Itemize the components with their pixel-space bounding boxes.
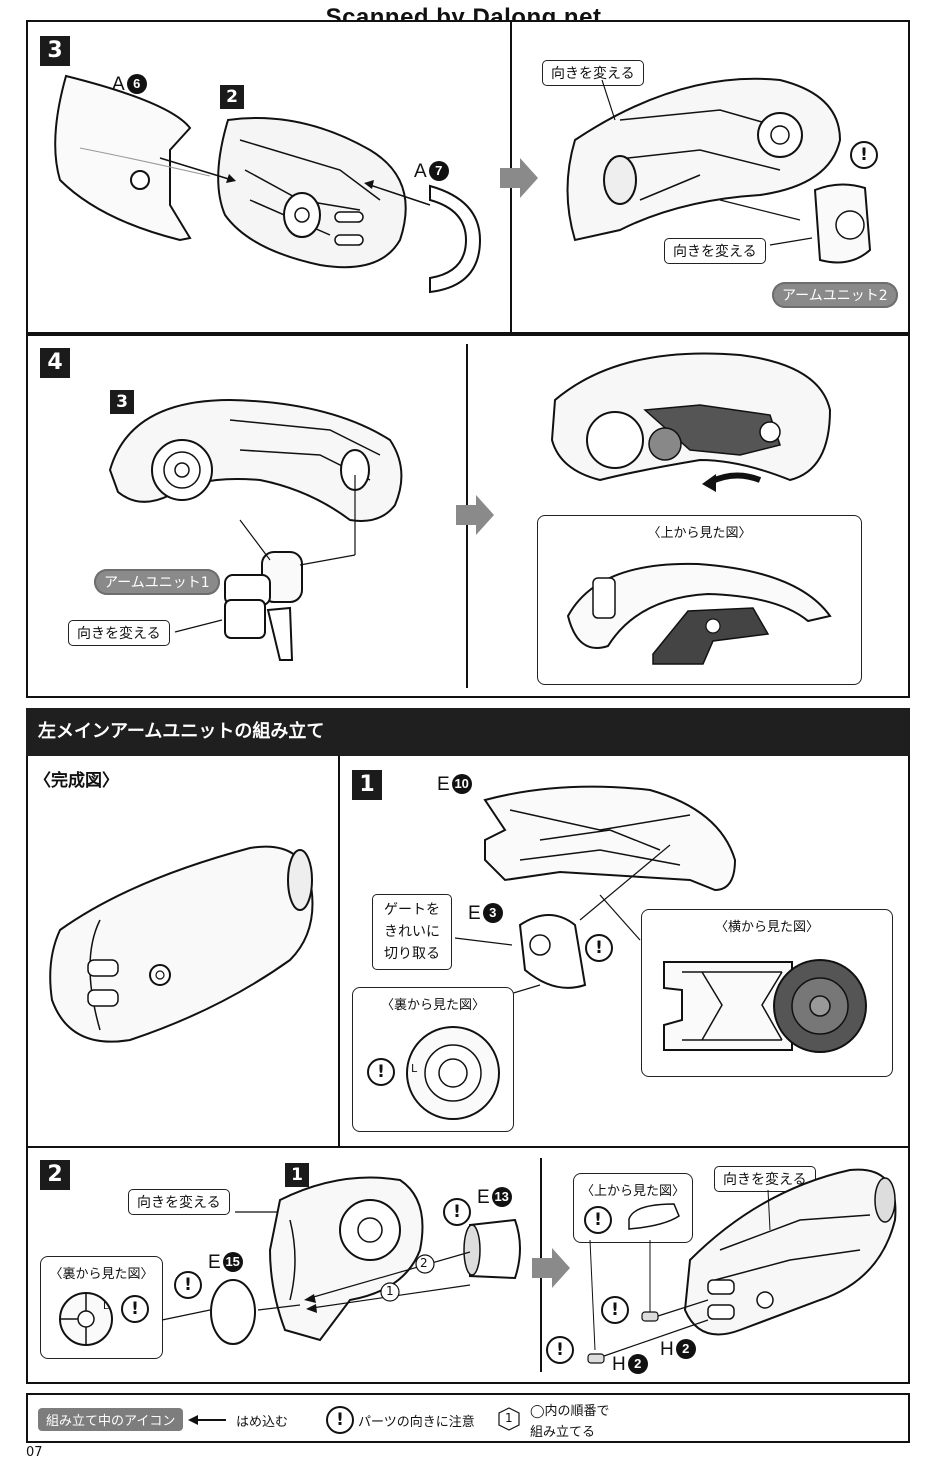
- legend-insert-arrow: [188, 1415, 226, 1425]
- step4-number: 4: [40, 348, 70, 378]
- step3-exploded-drawing: [54, 74, 538, 294]
- sec-step2-callout-rotate-left: 向きを変える: [128, 1189, 230, 1215]
- step4-top-view-title: 〈上から見た図〉: [647, 526, 752, 541]
- complete-view-drawing: [49, 845, 314, 1043]
- gate-line-3: 切り取る: [384, 946, 440, 962]
- sec-step2-substep-1: 1: [285, 1163, 309, 1187]
- sec-step2-callout-rotate-right: 向きを変える: [714, 1166, 816, 1192]
- sec-step2-warning-e13: !: [443, 1198, 471, 1226]
- sec-step1-back-view-box: 〈裏から見た図〉 ! L: [352, 987, 514, 1132]
- gate-line-1: ゲートを: [384, 902, 440, 918]
- step4-arm-unit-pill: アームユニット1: [94, 569, 220, 595]
- step3-warning-icon: !: [850, 141, 878, 169]
- sec-step1-side-view-drawing: [663, 959, 867, 1053]
- sec-step2-warning-e15: !: [174, 1271, 202, 1299]
- sec-step2-back-view-drawing: [59, 1292, 113, 1346]
- step4-right-drawing: [550, 352, 832, 492]
- sec-step2-warning-h2a: !: [601, 1296, 629, 1324]
- step3-result-drawing: [566, 77, 872, 264]
- sec-step2-back-view-box: 〈裏から見た図〉 L !: [40, 1256, 163, 1359]
- page-number: 07: [26, 1445, 43, 1460]
- gate-line-2: きれいに: [384, 924, 440, 940]
- sec-step2-back-view-title: 〈裏から見た図〉: [49, 1267, 154, 1282]
- sec-step2-order-2: 2: [420, 1256, 428, 1270]
- complete-view-title: 〈完成図〉: [34, 771, 119, 791]
- step4-left-drawing: [108, 398, 494, 661]
- legend-warning-icon: !: [326, 1406, 354, 1434]
- complete-divider: [338, 756, 340, 1148]
- sec-step2-back-marker: L: [103, 1301, 109, 1312]
- sec-step2-number: 2: [40, 1160, 70, 1190]
- step4-top-view-box: 〈上から見た図〉: [537, 515, 862, 685]
- section-title-bar: 左メインアームユニットの組み立て: [26, 708, 910, 756]
- legend-bar: 組み立て中のアイコン はめ込む ! パーツの向きに注意 1 ◯内の順番で 組み立…: [26, 1393, 910, 1443]
- sec-step1-side-view-box: 〈横から見た図〉: [641, 909, 893, 1077]
- sec-step2-top-warning-icon: !: [584, 1206, 612, 1234]
- legend-order-line2: 組み立てる: [530, 1425, 596, 1440]
- sec-step2-top-view-title: 〈上から見た図〉: [580, 1184, 685, 1199]
- sec-step2-order-1: 1: [386, 1284, 394, 1298]
- step3-callout-rotate-2: 向きを変える: [664, 238, 766, 264]
- legend-orientation-label: パーツの向きに注意: [358, 1415, 475, 1430]
- sec-step1-back-view-drawing: [406, 1026, 500, 1120]
- sec-step1-callout-gate: ゲートを きれいに 切り取る: [372, 894, 452, 970]
- sec-step2-right-drawing: [587, 1168, 897, 1364]
- legend-icons-pill: 組み立て中のアイコン: [38, 1408, 184, 1431]
- legend-order-icon: [498, 1407, 520, 1431]
- sec-step1-side-view-title: 〈横から見た図〉: [714, 920, 819, 935]
- step3-arm-unit-pill: アームユニット2: [772, 282, 898, 308]
- step4-top-view-drawing: [566, 562, 832, 665]
- sec-step2-warning-h2b: !: [546, 1336, 574, 1364]
- step3-number: 3: [40, 36, 70, 66]
- step4-substep-3: 3: [110, 390, 134, 414]
- sec-step2-back-warning-icon: !: [121, 1295, 149, 1323]
- sec-step1-warning-icon: !: [585, 934, 613, 962]
- sec-step1-drawing: [454, 785, 737, 1001]
- step4-callout-rotate: 向きを変える: [68, 620, 170, 646]
- legend-order-symbol: 1: [505, 1411, 513, 1425]
- sec-step1-back-view-title: 〈裏から見た図〉: [380, 998, 485, 1013]
- step3-substep-2: 2: [220, 85, 244, 109]
- sec-step2-top-view-box: 〈上から見た図〉 !: [573, 1173, 693, 1243]
- sec-step1-back-marker: L: [411, 1062, 418, 1075]
- sec-step2-top-view-drawing: [628, 1203, 680, 1230]
- legend-insert-label: はめ込む: [236, 1415, 289, 1430]
- step3-callout-rotate-1: 向きを変える: [542, 60, 644, 86]
- sec-step2-left-drawing: [161, 1176, 570, 1345]
- sec-step1-number: 1: [352, 770, 382, 800]
- sec-step1-back-warning-icon: !: [367, 1058, 395, 1086]
- legend-order-line1: ◯内の順番で: [530, 1404, 610, 1419]
